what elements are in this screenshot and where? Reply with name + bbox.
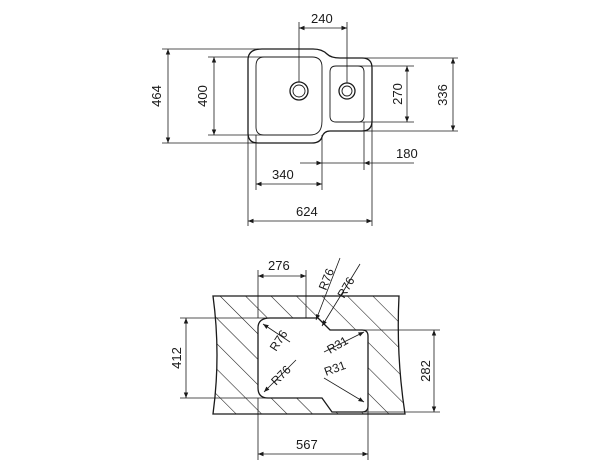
dim-180: 180 [300, 146, 418, 166]
dim-567-label: 567 [296, 437, 318, 452]
worktop-hatch [213, 296, 405, 414]
worktop-outline [212, 295, 406, 415]
dim-282: 282 [362, 329, 440, 413]
dim-180-label: 180 [396, 146, 418, 161]
dim-240: 240 [298, 11, 348, 83]
dim-270: 270 [358, 65, 414, 123]
cutout-view: 276 R76 R76 R76 R76 R31 R31 [169, 257, 440, 460]
dim-412: 412 [169, 317, 270, 399]
dim-276: 276 [257, 258, 307, 318]
dim-624-label: 624 [296, 204, 318, 219]
dim-624: 624 [248, 204, 372, 224]
sink-top-view: 240 464 400 270 336 [149, 11, 458, 226]
dim-412-label: 412 [169, 347, 184, 369]
large-drain-inner [292, 84, 306, 98]
dim-464-label: 464 [149, 85, 164, 107]
small-drain-inner [341, 85, 353, 97]
dim-270-label: 270 [390, 83, 405, 105]
dim-340: 340 [256, 167, 322, 187]
small-drain [338, 82, 356, 100]
dim-567: 567 [257, 398, 369, 460]
large-bowl [255, 56, 323, 136]
dim-336: 336 [362, 57, 458, 132]
dim-340-label: 340 [272, 167, 294, 182]
dim-282-label: 282 [418, 360, 433, 382]
dim-400-label: 400 [195, 85, 210, 107]
dim-336-label: 336 [435, 84, 450, 106]
dim-400: 400 [195, 56, 264, 136]
dim-464: 464 [149, 48, 262, 144]
dim-240-label: 240 [311, 11, 333, 26]
dim-276-label: 276 [268, 258, 290, 273]
radius-label-r76-a: R76 [316, 266, 337, 292]
